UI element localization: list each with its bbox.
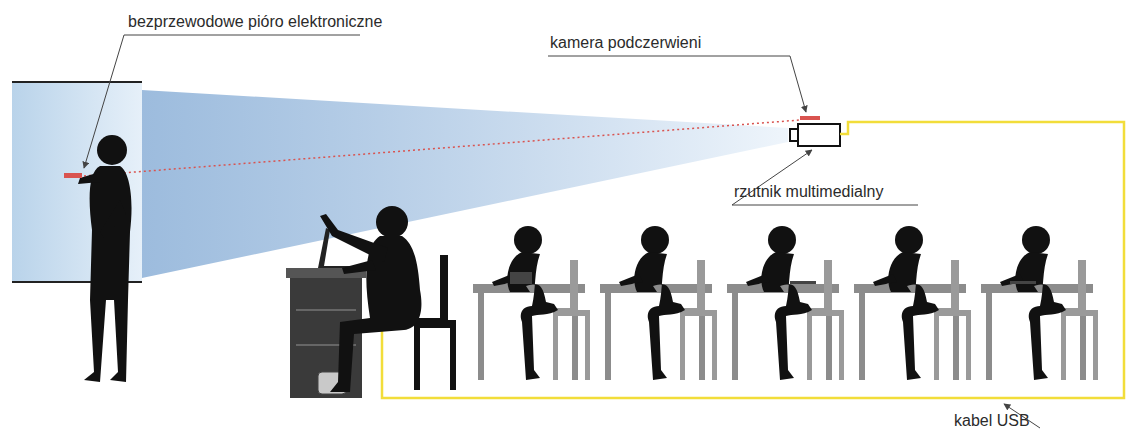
camera-label: kamera podczerwieni (550, 33, 701, 53)
cable-label: kabel USB (954, 411, 1030, 431)
pen-label: bezprzewodowe pióro elektroniczne (128, 12, 382, 32)
projector-label: rzutnik multimedialny (734, 182, 883, 202)
